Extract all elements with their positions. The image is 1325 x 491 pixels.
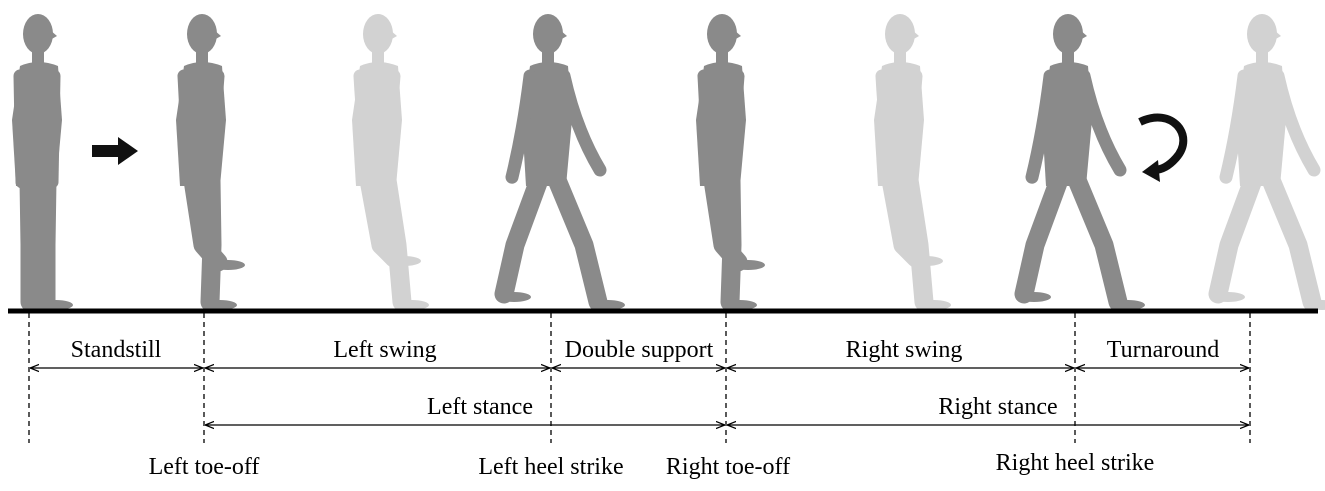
turnaround-arrow-icon bbox=[1138, 113, 1188, 182]
walker-right-toe-off bbox=[696, 14, 765, 312]
right-swing-label: Right swing bbox=[846, 337, 963, 363]
right-arrow-icon bbox=[92, 137, 138, 165]
walker-left-toe-off bbox=[176, 14, 245, 312]
walking-figures bbox=[12, 14, 1325, 312]
left-heel-strike-label: Left heel strike bbox=[478, 454, 623, 480]
walker-turnaround bbox=[1208, 14, 1325, 312]
right-heel-strike-label: Right heel strike bbox=[996, 450, 1155, 476]
double-support-label: Double support bbox=[565, 337, 714, 363]
standstill-label: Standstill bbox=[71, 337, 162, 363]
walker-right-swing bbox=[874, 14, 951, 312]
turnaround-label: Turnaround bbox=[1107, 337, 1219, 363]
left-stance-label: Left stance bbox=[427, 394, 533, 420]
walker-right-heel-strike bbox=[1014, 14, 1145, 312]
walker-left-heel-strike bbox=[494, 14, 625, 312]
walker-left-swing bbox=[352, 14, 429, 312]
left-swing-label: Left swing bbox=[333, 337, 436, 363]
left-toe-off-label: Left toe-off bbox=[149, 454, 260, 480]
phase-arrows bbox=[30, 368, 1249, 425]
right-toe-off-label: Right toe-off bbox=[666, 454, 790, 480]
event-labels: Left toe-off Left heel strike Right toe-… bbox=[149, 450, 1155, 480]
event-markers bbox=[28, 313, 1251, 443]
phase-labels: Standstill Left swing Double support Rig… bbox=[71, 337, 1220, 420]
standing-figure bbox=[12, 14, 73, 312]
right-stance-label: Right stance bbox=[938, 394, 1057, 420]
